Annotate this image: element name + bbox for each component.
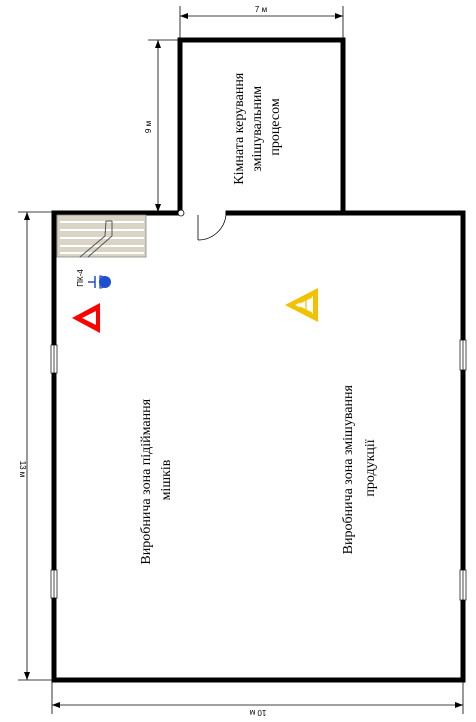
control-room-line-3: процесом xyxy=(268,98,283,155)
warning-triangle-yellow-icon xyxy=(285,288,318,322)
dimension-top xyxy=(179,6,344,40)
lifting-zone-label: Виробнича зона підіймання мішків xyxy=(139,395,174,564)
lifting-zone-line-2: мішків xyxy=(159,459,174,500)
dimension-left xyxy=(18,211,54,681)
dimension-left-label: 13 м xyxy=(18,461,27,478)
fire-hydrant-label: ПК-4 xyxy=(76,269,85,287)
door xyxy=(177,209,227,241)
dimension-top-label: 7 м xyxy=(255,5,267,14)
control-room-line-1: Кімната керування xyxy=(232,72,247,185)
windows-right xyxy=(459,339,467,601)
lifting-zone-line-1: Виробнича зона підіймання xyxy=(139,398,154,564)
control-room-label: Кімната керування змішувальним процесом xyxy=(232,69,283,184)
control-room-line-2: змішувальним xyxy=(250,86,265,172)
dimension-bottom-label: 10 м xyxy=(250,708,267,717)
stairs xyxy=(56,214,147,258)
dimension-bottom xyxy=(51,682,464,714)
dimension-room-height-label: 9 м xyxy=(144,121,153,133)
windows-left xyxy=(50,344,58,599)
mixing-zone-line-2: продукції xyxy=(363,439,378,496)
mixing-zone-line-1: Виробнича зона змішування xyxy=(341,385,356,555)
fire-hydrant-icon xyxy=(88,275,111,289)
walls xyxy=(51,37,466,683)
warning-triangle-red-icon xyxy=(72,303,100,333)
mixing-zone-label: Виробнича зона змішування продукції xyxy=(341,382,378,555)
